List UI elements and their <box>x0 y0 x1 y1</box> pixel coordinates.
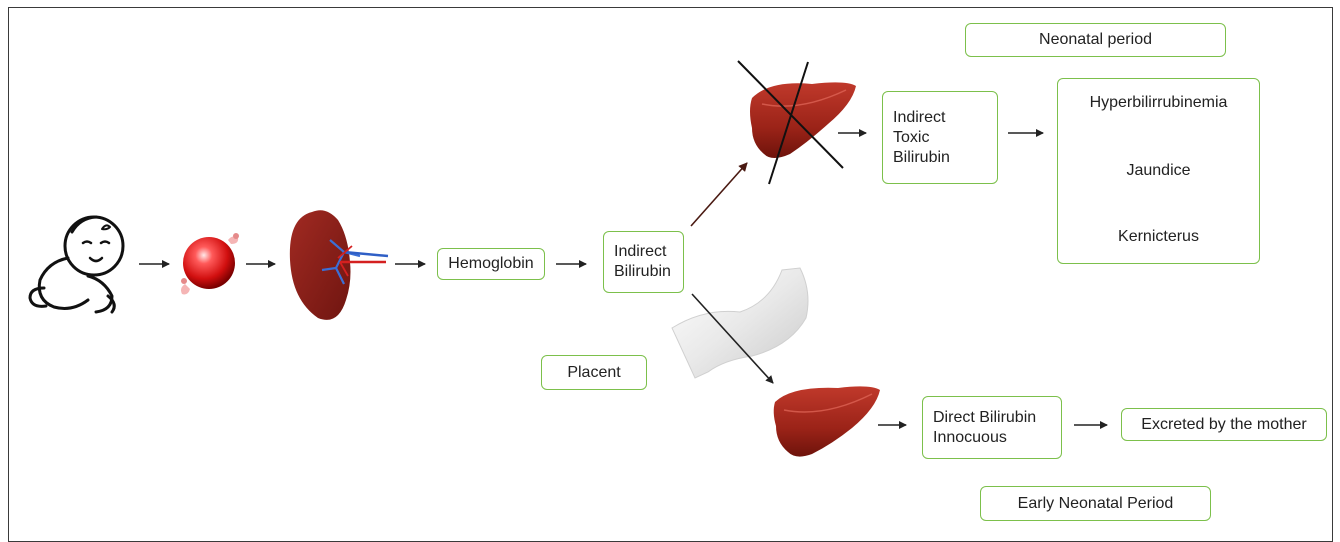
neonatal-period-text: Neonatal period <box>1039 30 1152 50</box>
baby-icon <box>30 217 123 312</box>
placenta-icon <box>672 268 808 378</box>
excreted-by-mother-box: Excreted by the mother <box>1121 408 1327 441</box>
hyperbilirubinemia-chain-box: Hyperbilirrubinemia Jaundice Kernicterus <box>1057 78 1260 264</box>
hemoglobin-box: Hemoglobin <box>437 248 545 280</box>
liver-icon <box>750 82 856 158</box>
excreted-text: Excreted by the mother <box>1141 415 1306 435</box>
early-neonatal-period-label: Early Neonatal Period <box>980 486 1211 521</box>
hemoglobin-text: Hemoglobin <box>448 254 533 274</box>
indirect-toxic-bilirubin-line: Bilirubin <box>893 148 997 168</box>
placent-box: Placent <box>541 355 647 390</box>
indirect-toxic-bilirubin-box: Indirect Toxic Bilirubin <box>882 91 998 184</box>
spleen-icon <box>290 210 388 320</box>
indirect-toxic-bilirubin-line: Toxic <box>893 128 997 148</box>
liver-icon <box>774 386 880 456</box>
indirect-bilirubin-line: Bilirubin <box>614 262 683 282</box>
neonatal-period-label: Neonatal period <box>965 23 1226 57</box>
indirect-toxic-bilirubin-line: Indirect <box>893 108 997 128</box>
kernicterus-text: Kernicterus <box>1058 227 1259 247</box>
direct-bilirubin-line: Innocuous <box>933 428 1061 448</box>
early-neonatal-period-text: Early Neonatal Period <box>1018 494 1174 514</box>
hyperbilirrubinemia-text: Hyperbilirrubinemia <box>1058 93 1259 113</box>
indirect-bilirubin-box: Indirect Bilirubin <box>603 231 684 293</box>
indirect-bilirubin-line: Indirect <box>614 242 683 262</box>
placent-text: Placent <box>567 363 620 383</box>
jaundice-text: Jaundice <box>1058 161 1259 181</box>
direct-bilirubin-line: Direct Bilirubin <box>933 408 1061 428</box>
red-blood-cell-icon <box>181 233 239 294</box>
direct-bilirubin-box: Direct Bilirubin Innocuous <box>922 396 1062 459</box>
